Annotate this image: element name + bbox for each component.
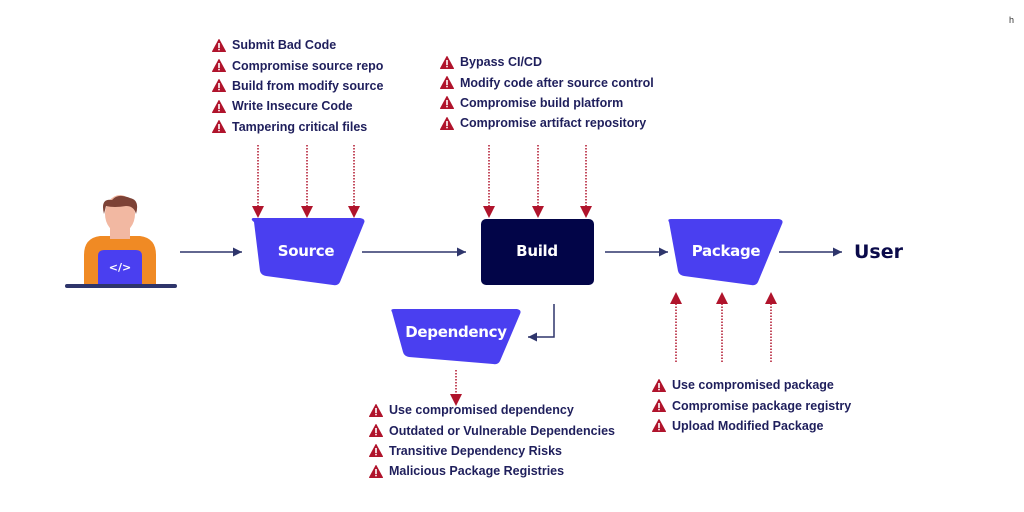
threat-item: Transitive Dependency Risks	[369, 441, 615, 461]
threat-text: Compromise artifact repository	[460, 116, 647, 131]
dependency-label: Dependency	[405, 323, 507, 341]
warning-icon	[652, 419, 666, 433]
threat-text: Write Insecure Code	[232, 99, 353, 114]
threat-item: Use compromised dependency	[369, 400, 615, 420]
threat-text: Compromise build platform	[460, 95, 624, 110]
package-label: Package	[691, 242, 761, 260]
build-label: Build	[516, 242, 558, 260]
threat-item: Bypass CI/CD	[440, 52, 654, 72]
threat-text: Use compromised package	[672, 378, 834, 393]
threat-text: Malicious Package Registries	[389, 464, 565, 479]
warning-icon	[212, 120, 226, 134]
warning-icon	[440, 116, 454, 130]
threat-text: Transitive Dependency Risks	[389, 443, 562, 458]
code-glyph: </>	[109, 261, 131, 274]
warning-icon	[440, 76, 454, 90]
threat-item: Build from modify source	[212, 76, 383, 96]
user-label: User	[854, 241, 903, 263]
warning-icon	[212, 99, 226, 113]
threat-item: Write Insecure Code	[212, 96, 383, 116]
developer-icon: </>	[65, 195, 177, 288]
warning-icon	[212, 38, 226, 52]
threat-text: Upload Modified Package	[672, 418, 824, 433]
warning-icon	[369, 444, 383, 458]
threat-item: Compromise artifact repository	[440, 113, 654, 133]
package-node[interactable]	[668, 219, 783, 286]
threat-item: Use compromised package	[652, 375, 851, 395]
threat-text: Submit Bad Code	[232, 38, 337, 53]
threat-text: Modify code after source control	[460, 75, 654, 90]
desk-line	[65, 284, 177, 288]
source-node[interactable]	[251, 218, 365, 286]
build-node[interactable]	[481, 219, 594, 285]
threat-item: Compromise package registry	[652, 395, 851, 415]
threat-item: Compromise build platform	[440, 93, 654, 113]
threat-text: Use compromised dependency	[389, 403, 574, 418]
build-threat-list: Bypass CI/CD Modify code after source con…	[440, 52, 654, 134]
threat-item: Tampering critical files	[212, 117, 383, 137]
warning-icon	[652, 378, 666, 392]
threat-text: Compromise package registry	[672, 398, 852, 413]
warning-icon	[369, 403, 383, 417]
warning-icon	[369, 464, 383, 478]
arrow-build-to-dependency	[528, 304, 555, 342]
corner-text: h	[1009, 15, 1015, 25]
threat-item: Compromise source repo	[212, 55, 383, 75]
warning-icon	[440, 96, 454, 110]
warning-icon	[212, 59, 226, 73]
threat-arrows	[252, 145, 777, 406]
warning-icon	[652, 399, 666, 413]
warning-icon	[369, 424, 383, 438]
warning-icon	[212, 79, 226, 93]
threat-text: Outdated or Vulnerable Dependencies	[389, 423, 615, 438]
source-label: Source	[277, 242, 335, 260]
dependency-node[interactable]	[391, 309, 521, 365]
threat-item: Malicious Package Registries	[369, 461, 615, 481]
threat-item: Modify code after source control	[440, 72, 654, 92]
warning-icon	[440, 55, 454, 69]
threat-text: Compromise source repo	[232, 58, 384, 73]
threat-text: Build from modify source	[232, 78, 384, 93]
threat-item: Outdated or Vulnerable Dependencies	[369, 420, 615, 440]
threat-item: Submit Bad Code	[212, 35, 383, 55]
threat-text: Tampering critical files	[232, 119, 368, 134]
threat-item: Upload Modified Package	[652, 416, 851, 436]
threat-text: Bypass CI/CD	[460, 55, 542, 70]
